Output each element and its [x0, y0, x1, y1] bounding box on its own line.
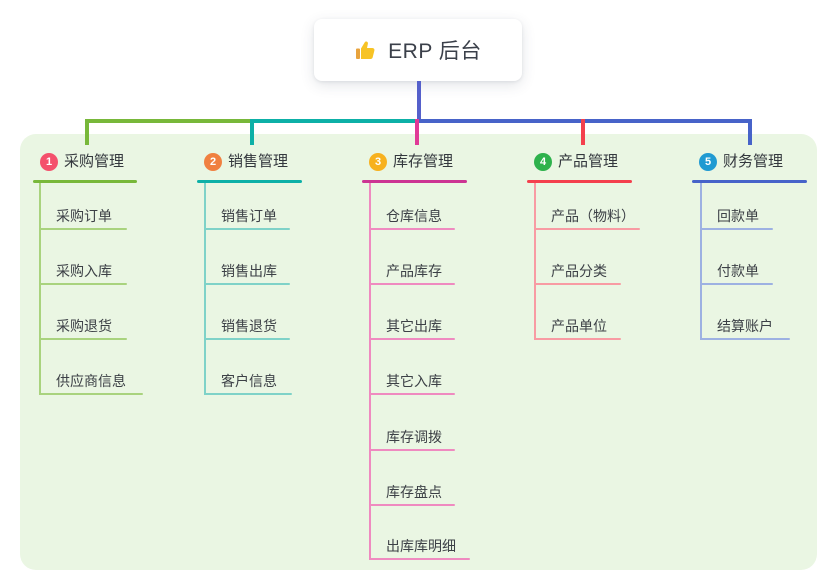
branch-label[interactable]: 销售管理	[228, 153, 289, 170]
child-node-label[interactable]: 采购入库	[56, 263, 112, 279]
child-node-label[interactable]: 回款单	[717, 208, 759, 224]
branch-label[interactable]: 库存管理	[393, 153, 454, 170]
connector-segment	[85, 119, 252, 123]
branch-number-badge: 1	[40, 153, 58, 171]
branch-underline	[197, 180, 302, 183]
child-underline	[39, 338, 127, 340]
child-underline	[204, 393, 292, 395]
child-underline	[39, 283, 127, 285]
branch-label[interactable]: 财务管理	[723, 153, 784, 170]
branch-number-badge: 3	[369, 153, 387, 171]
branch-trunk-line	[39, 183, 41, 395]
branch-number-badge: 2	[204, 153, 222, 171]
branch-underline	[692, 180, 807, 183]
thumbs-up-icon	[354, 38, 378, 62]
child-underline	[700, 228, 773, 230]
child-underline	[204, 283, 290, 285]
child-underline	[204, 228, 290, 230]
branch-trunk-line	[700, 183, 702, 340]
child-underline	[369, 228, 455, 230]
branch-trunk-line	[204, 183, 206, 395]
child-node-label[interactable]: 付款单	[717, 263, 759, 279]
child-underline	[369, 504, 455, 506]
child-underline	[369, 558, 470, 560]
child-node-label[interactable]: 产品（物料）	[551, 208, 635, 224]
child-node-label[interactable]: 仓库信息	[386, 208, 442, 224]
child-underline	[534, 228, 640, 230]
branch-underline	[362, 180, 467, 183]
branch-trunk-line	[369, 183, 371, 560]
child-node-label[interactable]: 其它入库	[386, 373, 442, 389]
child-underline	[39, 228, 127, 230]
child-node-label[interactable]: 产品分类	[551, 263, 607, 279]
child-underline	[39, 393, 143, 395]
connector-drop	[415, 119, 419, 145]
root-connector-line	[417, 81, 421, 123]
child-node-label[interactable]: 出库库明细	[386, 538, 456, 554]
branch-underline	[33, 180, 137, 183]
child-node-label[interactable]: 销售出库	[221, 263, 277, 279]
child-node-label[interactable]: 销售退货	[221, 318, 277, 334]
branch-trunk-line	[534, 183, 536, 340]
branches-background-panel	[20, 134, 817, 570]
connector-drop	[250, 119, 254, 145]
branch-number-badge: 4	[534, 153, 552, 171]
branch-underline	[527, 180, 632, 183]
branch-label[interactable]: 产品管理	[558, 153, 619, 170]
child-node-label[interactable]: 采购订单	[56, 208, 112, 224]
branch-number-badge: 5	[699, 153, 717, 171]
child-node-label[interactable]: 库存调拨	[386, 429, 442, 445]
root-node[interactable]: ERP 后台	[314, 19, 522, 81]
child-underline	[700, 338, 790, 340]
child-node-label[interactable]: 其它出库	[386, 318, 442, 334]
child-node-label[interactable]: 产品单位	[551, 318, 607, 334]
connector-segment	[252, 119, 417, 123]
child-underline	[369, 449, 455, 451]
child-underline	[700, 283, 773, 285]
child-underline	[369, 338, 455, 340]
child-underline	[369, 393, 455, 395]
branch-label[interactable]: 采购管理	[64, 153, 125, 170]
connector-drop	[85, 119, 89, 145]
child-underline	[534, 338, 621, 340]
child-node-label[interactable]: 客户信息	[221, 373, 277, 389]
child-underline	[369, 283, 455, 285]
child-node-label[interactable]: 销售订单	[221, 208, 277, 224]
child-node-label[interactable]: 产品库存	[386, 263, 442, 279]
connector-drop	[581, 119, 585, 145]
root-title: ERP 后台	[388, 40, 482, 63]
connector-drop	[748, 119, 752, 145]
child-underline	[534, 283, 621, 285]
child-underline	[204, 338, 290, 340]
child-node-label[interactable]: 供应商信息	[56, 373, 126, 389]
child-node-label[interactable]: 库存盘点	[386, 484, 442, 500]
child-node-label[interactable]: 采购退货	[56, 318, 112, 334]
child-node-label[interactable]: 结算账户	[717, 318, 773, 334]
